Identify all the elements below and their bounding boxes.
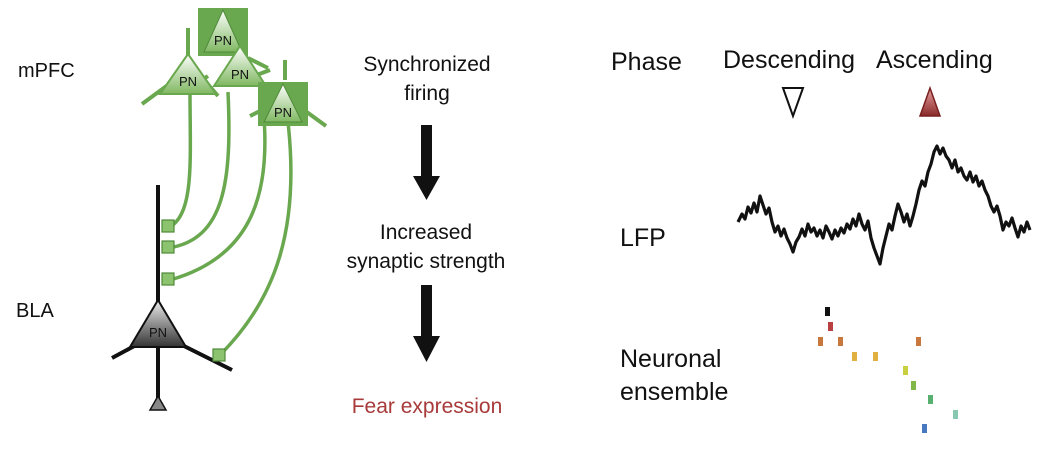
axon-3 — [169, 117, 267, 282]
ascending-marker-icon — [918, 85, 942, 117]
lfp-label: LFP — [620, 224, 666, 252]
flow-arrows — [413, 125, 440, 362]
mpfc-neurons: PN PN PN PN — [140, 8, 328, 128]
pn-label-right: PN — [274, 105, 292, 120]
pn-label-left: PN — [179, 74, 197, 89]
bouton-1 — [161, 219, 175, 233]
spike-mark — [828, 322, 833, 331]
spike-mark — [903, 366, 908, 375]
phase-ascending-label: Ascending — [876, 46, 993, 74]
axon-4 — [218, 121, 293, 357]
flow-step-1-line-1: Synchronized — [363, 53, 491, 76]
flow-step-2-line-2: synaptic strength — [346, 250, 506, 273]
axon-terminal-icon — [148, 394, 168, 411]
spike-mark — [838, 337, 843, 346]
phase-label: Phase — [611, 48, 682, 76]
spike-mark — [953, 410, 958, 419]
bouton-4 — [212, 348, 226, 362]
pn-label-bla: PN — [149, 325, 167, 340]
descending-marker-icon — [781, 87, 805, 119]
flow-step-2-line-1: Increased — [379, 221, 473, 244]
spike-mark — [922, 424, 927, 433]
bouton-3 — [161, 272, 175, 286]
flow-step-fear: Fear expression — [351, 395, 503, 418]
spike-mark — [916, 337, 921, 346]
spike-mark — [852, 352, 857, 361]
region-label-mpfc: mPFC — [18, 60, 75, 82]
pn-label-top: PN — [214, 33, 232, 48]
flow-step-synaptic: Increased synaptic strength — [312, 222, 540, 272]
pn-label-middle: PN — [231, 67, 249, 82]
arrow-down-icon — [413, 336, 440, 362]
spike-mark — [911, 381, 916, 390]
flow-step-synchronized: Synchronized firing — [322, 54, 532, 104]
axon-1 — [167, 91, 193, 230]
bla-neuron: PN — [111, 185, 233, 411]
region-label-bla: BLA — [16, 300, 54, 322]
synaptic-boutons — [161, 219, 226, 362]
spike-mark — [928, 395, 933, 404]
phase-descending-label: Descending — [723, 46, 856, 74]
lfp-trace — [736, 144, 1032, 266]
ensemble-label-line-2: ensemble — [620, 378, 729, 406]
flow-step-1-line-2: firing — [404, 82, 450, 105]
spike-mark — [818, 337, 823, 346]
axon-2 — [167, 91, 231, 250]
ensemble-label: Neuronal ensemble — [620, 347, 728, 405]
spike-mark — [825, 307, 830, 316]
bouton-2 — [161, 240, 175, 254]
arrow-down-icon — [413, 176, 440, 200]
ensemble-label-line-1: Neuronal — [620, 345, 722, 373]
axon-projections — [167, 91, 293, 357]
neuronal-ensemble-raster — [818, 307, 958, 433]
spike-mark — [873, 352, 878, 361]
